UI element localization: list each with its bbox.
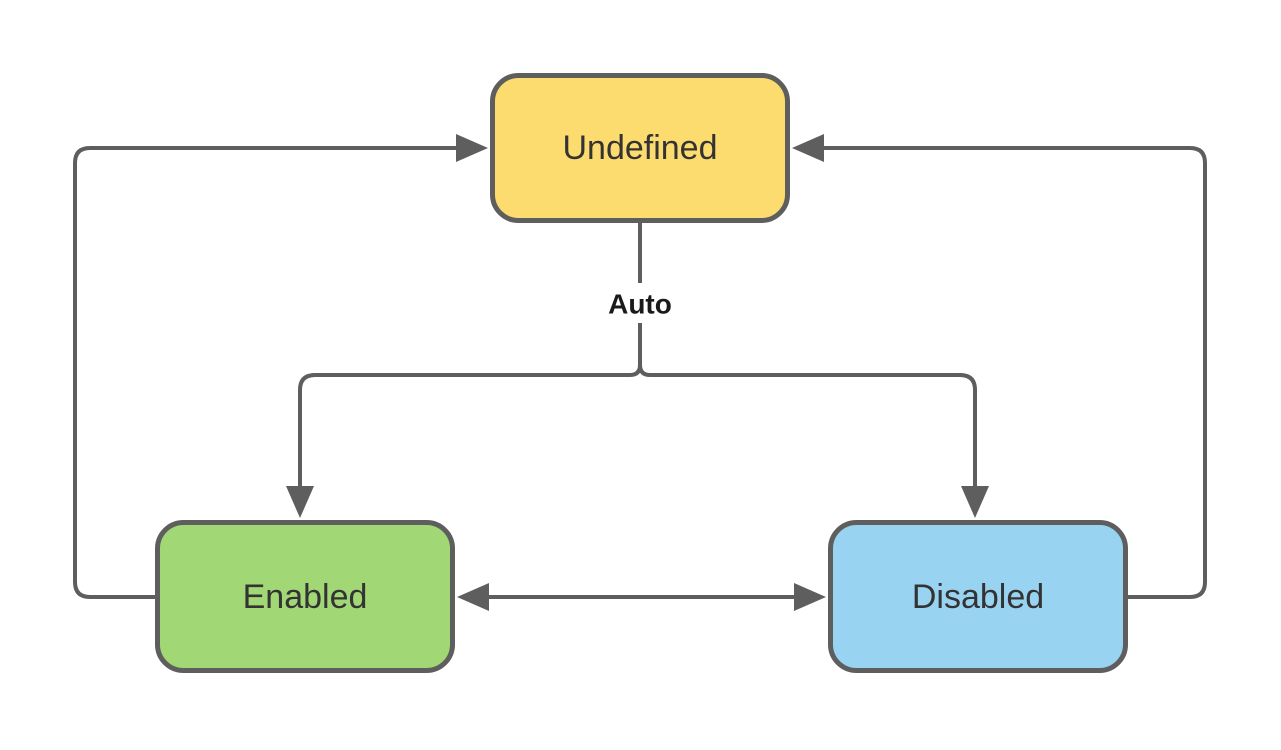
arrowhead-into-undefined-right [792,134,824,162]
node-undefined: Undefined [490,73,790,223]
edge-label-auto-text: Auto [608,289,672,320]
node-enabled: Enabled [155,520,455,673]
node-enabled-shape [155,520,455,673]
arrowhead-into-disabled-top [961,486,989,518]
node-undefined-shape [490,73,790,223]
node-disabled-shape [828,520,1128,673]
edge-enabled-disabled-bidirectional [457,583,826,611]
arrowhead-into-enabled-top [286,486,314,518]
node-disabled: Disabled [828,520,1128,673]
node-undefined-label: Undefined [562,129,717,167]
arrowhead-into-disabled-left [794,583,826,611]
arrowhead-into-undefined-left [456,134,488,162]
edge-enabled-to-undefined [73,134,488,599]
edge-undefined-to-disabled [638,223,989,518]
arrowhead-into-enabled-right [457,583,489,611]
edge-undefined-to-enabled-line [298,223,642,487]
edge-label-auto-background [601,283,679,323]
edge-enabled-to-undefined-line [73,146,457,599]
edge-disabled-to-undefined-line [823,146,1207,599]
edge-undefined-to-enabled [286,223,642,518]
edge-label-auto: Auto [601,283,679,323]
edge-disabled-to-undefined [792,134,1207,599]
node-enabled-label: Enabled [243,578,368,616]
edge-undefined-to-disabled-line [638,223,977,487]
node-disabled-label: Disabled [912,578,1044,616]
